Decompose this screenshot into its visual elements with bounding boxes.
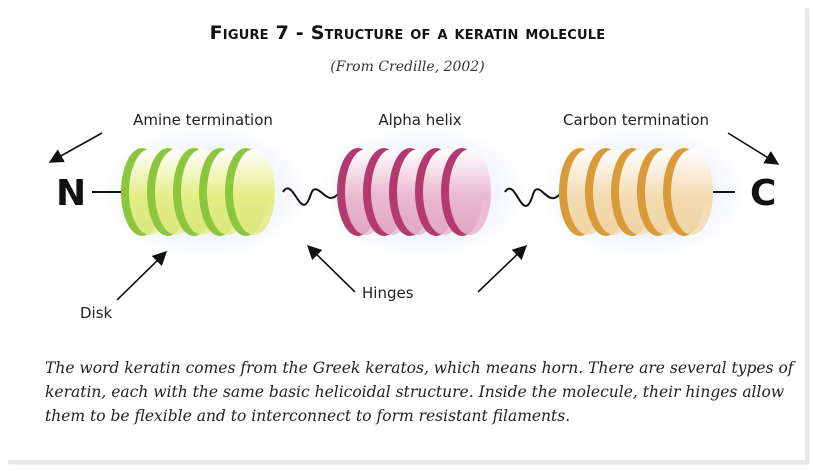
arrow-hinge-right [478, 246, 526, 292]
disk-label: Disk [80, 304, 113, 322]
carbon-label: Carbon termination [563, 111, 709, 129]
arrow-c-direction [728, 133, 778, 164]
alpha-label: Alpha helix [378, 111, 461, 129]
alpha-segment [337, 148, 491, 236]
amine-segment [121, 148, 275, 236]
arrow-n-direction [50, 133, 102, 162]
n-terminal-label: N [56, 173, 86, 214]
carbon-disk-face [671, 149, 713, 235]
hinges-label: Hinges [362, 284, 414, 302]
amine-label: Amine termination [133, 111, 273, 129]
c-terminal-label: C [750, 173, 776, 214]
figure-caption: The word keratin comes from the Greek ke… [45, 356, 795, 428]
alpha-disk-face [449, 149, 491, 235]
carbon-segment [559, 148, 713, 236]
arrow-hinge-left [308, 246, 355, 292]
arrow-disk [117, 252, 166, 300]
amine-disk-face [233, 149, 275, 235]
